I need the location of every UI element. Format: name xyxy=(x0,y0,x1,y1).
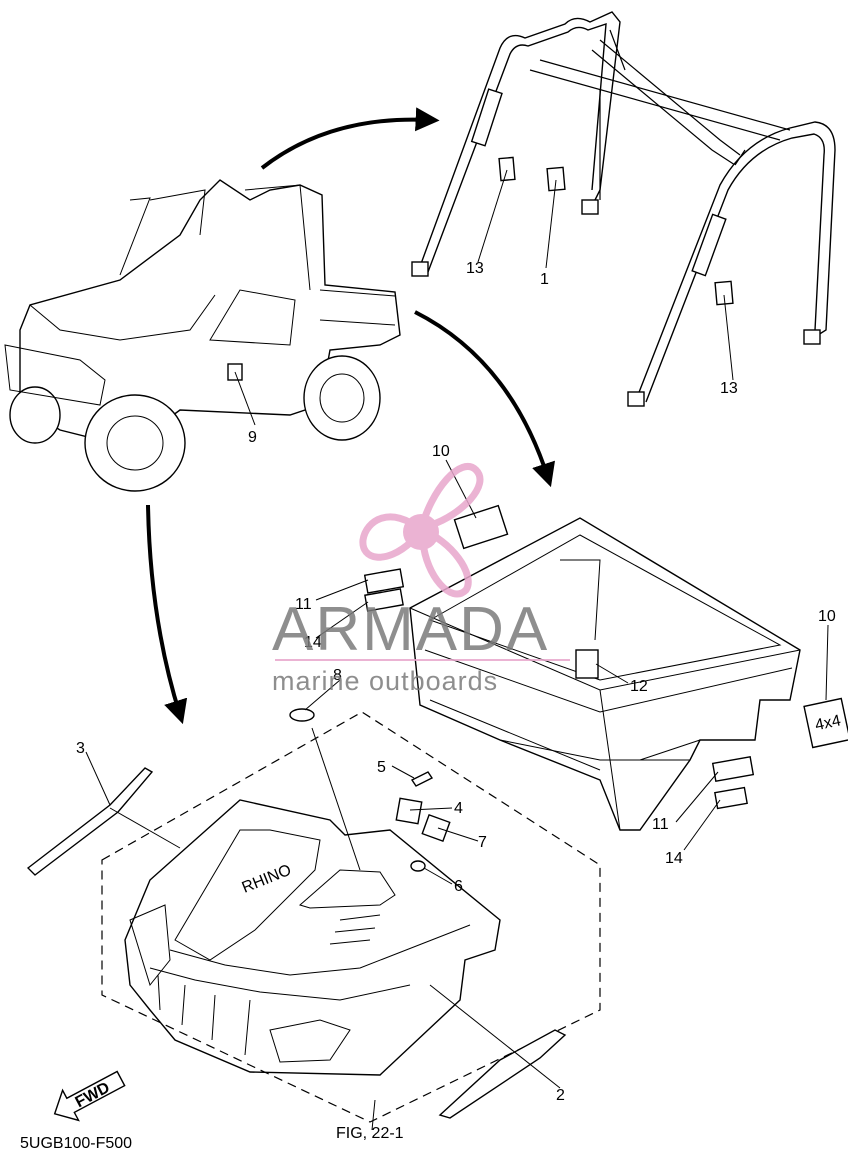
vehicle-overview xyxy=(4,179,401,492)
callout-6: 6 xyxy=(454,878,463,895)
callout-13-rear: 13 xyxy=(466,260,484,277)
diagram-code: 5UGB100-F500 xyxy=(20,1135,132,1151)
watermark-title: ARMADA xyxy=(272,595,549,664)
callout-2: 2 xyxy=(556,1087,565,1104)
propeller-logo-icon xyxy=(359,463,484,598)
callout-10-top: 10 xyxy=(432,443,450,460)
cargo-bed xyxy=(409,517,801,831)
callout-numbers: 1 2 3 4 5 6 7 8 9 10 10 11 11 12 13 13 1… xyxy=(76,260,836,1104)
small-parts: 4x4 xyxy=(26,504,848,1119)
callout-12: 12 xyxy=(630,678,648,695)
fwd-indicator: FWD xyxy=(53,1070,126,1122)
callout-11-left: 11 xyxy=(295,596,312,613)
callout-7: 7 xyxy=(478,834,487,851)
callout-14-right: 14 xyxy=(665,850,683,867)
callout-14-left: 14 xyxy=(304,634,322,651)
roll-cage xyxy=(411,11,836,407)
callout-9: 9 xyxy=(248,429,257,446)
callout-10-right: 10 xyxy=(818,608,836,625)
badge-4x4-text: 4x4 xyxy=(814,712,843,734)
callout-1: 1 xyxy=(540,271,549,288)
leader-lines xyxy=(85,169,829,1131)
callout-8: 8 xyxy=(333,667,342,684)
callout-3: 3 xyxy=(76,740,85,757)
flow-arrows xyxy=(146,107,556,725)
callout-11-right: 11 xyxy=(652,816,669,833)
figure-reference: FIG, 22-1 xyxy=(336,1125,404,1142)
callout-13-front: 13 xyxy=(720,380,738,397)
watermark-subtitle: marine outboards xyxy=(272,666,498,696)
armada-watermark: ARMADA marine outboards xyxy=(272,463,570,696)
callout-4: 4 xyxy=(454,800,463,817)
hood: RHINO xyxy=(101,711,601,1123)
callout-5: 5 xyxy=(377,759,386,776)
